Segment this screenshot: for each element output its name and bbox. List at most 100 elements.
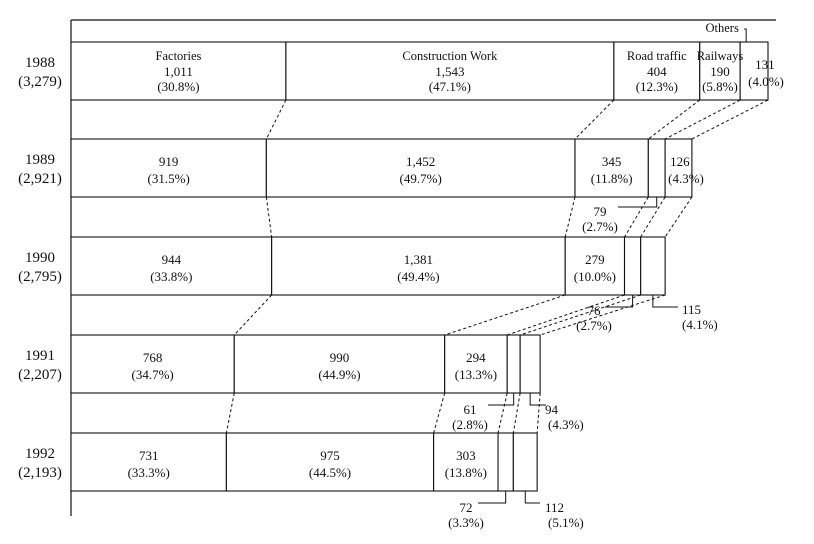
bar-segment-railways xyxy=(623,236,642,296)
pct-label: (10.0%) xyxy=(574,269,616,284)
data-label: 72 xyxy=(460,500,473,515)
data-label: 294 xyxy=(466,350,486,365)
total-label: (2,193) xyxy=(18,465,62,481)
total-label: (2,207) xyxy=(18,367,62,383)
pct-label: (31.5%) xyxy=(148,171,190,186)
pct-label: (13.3%) xyxy=(455,367,497,382)
pct-label: (44.5%) xyxy=(309,465,351,480)
connector-line-0-2 xyxy=(648,99,701,140)
bar-segment-others xyxy=(519,334,541,394)
data-label: 404 xyxy=(647,64,667,79)
pct-label: (33.8%) xyxy=(150,269,192,284)
category-header: Factories xyxy=(156,49,202,63)
data-label: 1,381 xyxy=(404,252,433,267)
bar-segment-railways xyxy=(647,138,666,198)
data-label: 76 xyxy=(588,303,602,318)
pct-label: (33.3%) xyxy=(128,465,170,480)
connector-line-1-3 xyxy=(640,196,666,238)
connector-line-3-2 xyxy=(497,392,508,434)
bar-segment-construction-work xyxy=(285,41,615,101)
data-label: 345 xyxy=(602,154,622,169)
pct-label: (2.7%) xyxy=(582,219,618,234)
bar-segment-railways xyxy=(497,432,514,492)
connector-line-3-1 xyxy=(433,392,446,434)
leader-line xyxy=(529,393,546,406)
year-label: 1989 xyxy=(25,152,55,168)
bar-segment-railways xyxy=(506,334,521,394)
bar-segment-construction-work xyxy=(233,334,446,394)
bar-segment-factories xyxy=(70,334,235,394)
data-label: 990 xyxy=(330,350,350,365)
leader-line xyxy=(488,393,515,406)
connector-line-2-1 xyxy=(444,294,566,336)
bar-segment-construction-work xyxy=(271,236,566,296)
data-label: 112 xyxy=(545,500,564,515)
year-label: 1992 xyxy=(25,446,55,462)
bar-segment-others xyxy=(640,236,666,296)
bar-segment-road-traffic xyxy=(444,334,508,394)
connector-line-1-4 xyxy=(664,196,693,238)
data-label: 131 xyxy=(755,57,775,72)
connector-line-2-2 xyxy=(507,294,625,336)
bar-segment-factories xyxy=(70,41,287,101)
pct-label: (2.8%) xyxy=(452,417,488,432)
data-label: 190 xyxy=(710,64,730,79)
pct-label: (5.1%) xyxy=(548,515,584,530)
data-label: 1,543 xyxy=(435,64,464,79)
data-label: 731 xyxy=(139,448,159,463)
pct-label: (12.3%) xyxy=(636,79,678,94)
pct-label: (49.4%) xyxy=(397,269,439,284)
pct-label: (4.0%) xyxy=(748,74,784,89)
bar-segment-road-traffic xyxy=(433,432,499,492)
leader-line xyxy=(478,491,507,504)
data-label: 61 xyxy=(464,402,477,417)
pct-label: (4.1%) xyxy=(682,317,718,332)
connector-line-2-0 xyxy=(233,294,273,336)
data-label: 79 xyxy=(594,204,607,219)
pct-label: (44.9%) xyxy=(318,367,360,382)
total-label: (3,279) xyxy=(18,74,62,90)
year-label: 1991 xyxy=(25,348,55,364)
leader-line xyxy=(652,295,678,308)
data-label: 94 xyxy=(545,402,559,417)
total-label: (2,795) xyxy=(18,269,62,285)
pct-label: (4.3%) xyxy=(548,417,584,432)
leader-line xyxy=(524,491,540,504)
bar-segment-others xyxy=(739,41,769,101)
connector-line-1-2 xyxy=(624,196,649,238)
pct-label: (47.1%) xyxy=(429,79,471,94)
data-label: 115 xyxy=(682,302,701,317)
bar-segment-factories xyxy=(70,432,227,492)
year-label: 1988 xyxy=(25,55,55,71)
data-label: 303 xyxy=(456,448,476,463)
data-label: 919 xyxy=(159,154,179,169)
connector-line-2-3 xyxy=(519,294,641,336)
category-header: Road traffic xyxy=(627,49,687,63)
bar-segment-construction-work xyxy=(225,432,435,492)
pct-label: (4.3%) xyxy=(668,171,704,186)
bar-segment-factories xyxy=(70,236,273,296)
data-label: 944 xyxy=(162,252,182,267)
data-label: 768 xyxy=(143,350,163,365)
data-label: 1,011 xyxy=(164,64,193,79)
connector-line-3-0 xyxy=(225,392,235,434)
pct-label: (30.8%) xyxy=(157,79,199,94)
bar-segment-factories xyxy=(70,138,267,198)
bar-segment-others xyxy=(664,138,693,198)
category-header: Railways xyxy=(697,49,744,63)
leader-line xyxy=(618,197,658,208)
year-label: 1990 xyxy=(25,250,55,266)
total-label: (2,921) xyxy=(18,171,62,187)
bar-segment-others xyxy=(512,432,538,492)
connector-line-0-1 xyxy=(574,99,615,140)
pct-label: (3.3%) xyxy=(448,515,484,530)
data-label: 975 xyxy=(320,448,340,463)
connector-line-1-1 xyxy=(564,196,576,238)
leader-line xyxy=(605,295,634,308)
bar-segment-road-traffic xyxy=(613,41,701,101)
pct-label: (13.8%) xyxy=(445,465,487,480)
data-label: 1,452 xyxy=(406,154,435,169)
connector-line-1-0 xyxy=(265,196,273,238)
